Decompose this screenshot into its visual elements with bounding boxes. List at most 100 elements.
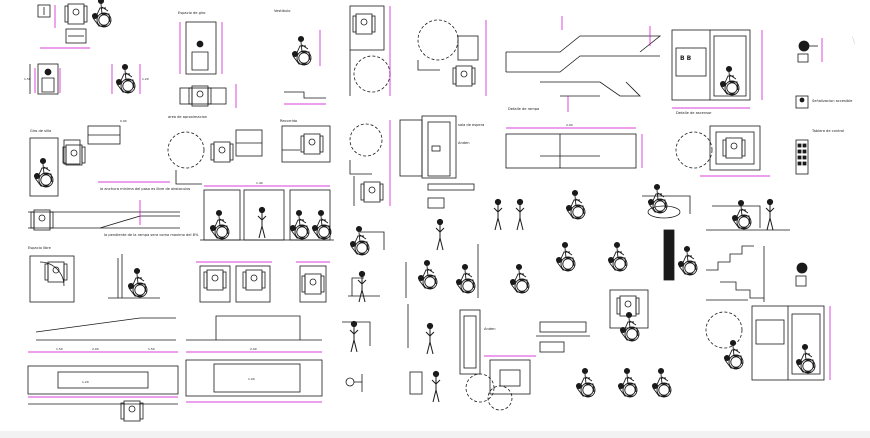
- label-giro: Giro de silla: [30, 129, 51, 133]
- detail-step-profile: [284, 91, 326, 99]
- detail-door-clearance-2: [349, 123, 384, 206]
- label-anden: Anden: [458, 141, 470, 145]
- detail-ramp-long: [27, 317, 179, 422]
- icon-accessible-sign: [795, 95, 809, 109]
- detail-person-sink: [342, 321, 371, 346]
- wheelchair-counter-figure-2: [731, 199, 752, 230]
- label-tablero: Tablero de control: [811, 129, 844, 133]
- wheelchair-back-figure: [617, 367, 638, 398]
- seated-person-figure: [357, 270, 367, 303]
- wheelchair-side-figure-2: [115, 63, 136, 94]
- bottom-scroll-area: [0, 431, 870, 438]
- label-espacio: Espacio libre: [28, 246, 52, 250]
- wheelchair-plan-figure: [619, 311, 640, 342]
- watermark: \: [852, 36, 856, 46]
- wheelchair-front-figure-2: [289, 209, 310, 240]
- detail-turning-circle-2: [417, 19, 479, 87]
- detail-turning-circle-1: [167, 129, 263, 185]
- label-espacio-giro: Espacio de giro: [178, 11, 205, 15]
- label-detalle: Recorrido: [280, 119, 297, 123]
- icon-wall-button-2: [795, 262, 808, 287]
- detail-toilet-cubicle-plans: [199, 265, 327, 303]
- wheelchair-side-figure: [91, 0, 112, 28]
- detail-door-elevation-2: [459, 309, 481, 375]
- standing-person-counter-figure: [765, 198, 775, 231]
- detail-push-button-elevation: [345, 374, 363, 392]
- detail-wheelchair-front-2: [185, 21, 217, 75]
- detail-button-panel: [465, 359, 531, 411]
- detail-turning-circle-3: [675, 125, 761, 171]
- wheelchair-side-figure-4: [291, 35, 312, 66]
- detail-ramp-handrail: [185, 315, 323, 397]
- detail-three-bays-elevation: [200, 189, 334, 241]
- wheelchair-arm-raised-figure: [555, 241, 576, 272]
- label-anden-2: Anden: [484, 327, 496, 331]
- detail-corridor-section: [505, 133, 637, 169]
- detail-grab-bars: [427, 183, 475, 209]
- detail-wall-section: [663, 229, 675, 281]
- dimension-lines: [34, 5, 90, 93]
- label-detalle-rampa: Detalle de rampa: [508, 107, 539, 111]
- detail-corridor-plan: [28, 209, 180, 231]
- wheelchair-side-figure-5: [575, 367, 596, 398]
- dim-label: 1.20: [82, 380, 89, 384]
- detail-ramp-isometric: [505, 35, 662, 97]
- detail-door-plan-1: [29, 255, 75, 303]
- label-senal: Señalizacion accesible: [812, 99, 853, 103]
- dim-label: 1.20: [142, 77, 149, 81]
- label-detalle-ascensor: Detalle de ascensor: [676, 111, 712, 115]
- sign-b: B B: [680, 55, 692, 62]
- wheelchair-ramp-figure: [565, 189, 586, 220]
- detail-door-clearance-1: [349, 5, 391, 96]
- note-accessibility: la anchura minima del paso es libre de o…: [100, 187, 190, 191]
- wheelchair-side-figure-8: [723, 339, 744, 370]
- wheelchair-side-figure-7: [677, 245, 698, 276]
- standing-person-figure: [257, 206, 267, 239]
- label-area-aproximacion: area de aproximacion: [168, 115, 207, 119]
- detail-wheelchair-plan-side: [179, 85, 227, 107]
- wheelchair-front-figure-3: [311, 209, 332, 240]
- detail-grab-bar-plan: [536, 321, 590, 353]
- wheelchair-front-figure: [209, 209, 230, 240]
- detail-stairs-section: [706, 245, 765, 302]
- detail-wc-turning: [281, 125, 331, 163]
- wheelchair-reach-figure-3: [509, 263, 530, 294]
- person-walking-aid-figure: [425, 322, 435, 355]
- dim-label: 2.00: [566, 123, 573, 127]
- dim-label: 1.50: [24, 77, 31, 81]
- dim-label: 1.50: [148, 347, 155, 351]
- detail-wheelchair-plan-top: [37, 3, 88, 44]
- person-toilet-figure: [431, 370, 441, 403]
- dim-label: 2.00: [92, 347, 99, 351]
- wheelchair-reach-figure-2: [455, 263, 476, 294]
- detail-door-swing-3: [609, 289, 748, 349]
- wheelchair-side-figure-6: [651, 367, 672, 398]
- note-ramp: la pendiente de la rampa sera como maxim…: [104, 233, 199, 237]
- standing-person-sink-figure: [349, 320, 359, 353]
- dim-label: 1.40: [256, 181, 263, 185]
- detail-toilet-plan: [29, 125, 121, 197]
- wheelchair-reach-figure: [417, 259, 438, 290]
- detail-bathroom-elevation: [671, 29, 751, 101]
- detail-door-elevation: [399, 115, 457, 179]
- wheelchair-arm-raised-figure-2: [607, 241, 628, 272]
- label-recorrido: Vestibulo: [274, 9, 290, 13]
- detail-elevator-elevation: [751, 305, 825, 381]
- dim-label: 0.90: [120, 119, 127, 123]
- wheelchair-elevator-figure: [719, 65, 740, 96]
- dim-label: 1.00: [248, 377, 255, 381]
- label-sala-espera: sala de espera: [458, 123, 484, 127]
- wheelchair-elevator-figure-2: [795, 343, 816, 374]
- wheelchair-side-figure-3: [127, 267, 148, 298]
- icon-control-panel: [795, 139, 809, 175]
- detail-wheelchair-front: [29, 63, 59, 95]
- dim-label: 2.00: [250, 347, 257, 351]
- icon-wall-button: [797, 40, 818, 63]
- person-grab-bar-figure: [435, 218, 445, 251]
- person-crutches-figure: [493, 198, 503, 231]
- person-cane-figure: [515, 198, 525, 231]
- dim-label: 1.50: [56, 347, 63, 351]
- wheelchair-at-table-figure: [349, 225, 370, 256]
- detail-ramp-elevation-small: [108, 254, 160, 299]
